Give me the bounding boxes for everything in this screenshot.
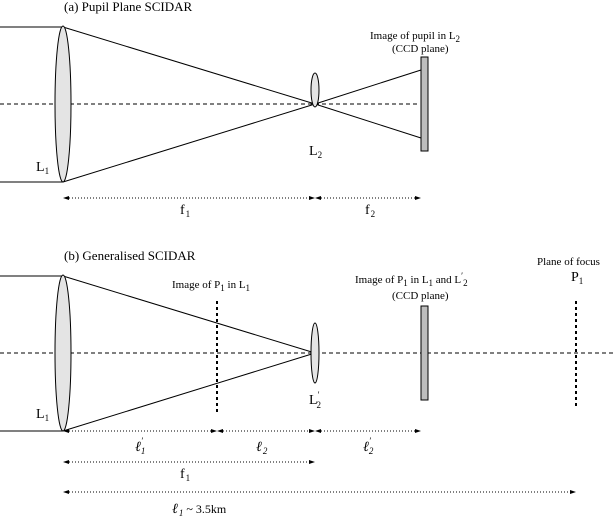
dim-total-arrow-left: [63, 490, 69, 494]
dim-total: [63, 490, 576, 494]
lens-l2: [310, 72, 320, 108]
lens-b-l1: [54, 274, 72, 432]
ccd-label-b-line1: Image of P1 in L1 and L′2: [355, 271, 468, 288]
lens-b-l1-label: L1: [36, 407, 49, 423]
dim-f1: [63, 196, 315, 200]
ccd-label-a-line2: (CCD plane): [392, 43, 449, 55]
dim-l1prime: [63, 429, 217, 433]
panel-b-title: (b) Generalised SCIDAR: [64, 248, 196, 263]
dim-f2-arrow-left: [315, 196, 321, 200]
dim-b-f1: [63, 460, 315, 464]
ray-diverge-top: [314, 69, 422, 105]
lens-l2-label: L2: [309, 144, 322, 160]
focus-plane-label-line2: P1: [571, 270, 583, 286]
image-plane-label: Image of P1 in L1: [172, 279, 250, 293]
dim-l2prime-arrow-left: [315, 429, 321, 433]
dim-total-arrow-right: [570, 490, 576, 494]
ray-converge-bottom: [62, 103, 316, 183]
ray-b-converge-top: [62, 275, 316, 354]
dim-f1-arrow-right: [309, 196, 315, 200]
ccd-plate-b: [420, 305, 429, 401]
dim-l2prime-label: ℓ′2: [363, 436, 374, 456]
dim-b-f1-arrow-right: [309, 460, 315, 464]
ccd-label-b-line2: (CCD plane): [392, 290, 449, 302]
lens-l1-label: L1: [36, 160, 49, 176]
dim-f2-label: f2: [365, 203, 375, 219]
dim-l2prime: [315, 429, 421, 433]
lens-l1: [54, 25, 72, 183]
dim-f2-arrow-right: [415, 196, 421, 200]
dim-l2-label: ℓ2: [256, 440, 268, 456]
dim-l1prime-label: ℓ′1: [135, 436, 145, 456]
dim-l2-arrow-left: [217, 429, 223, 433]
panel-b: (b) Generalised SCIDAR Image of P1 in L1…: [0, 248, 615, 518]
dim-l2-arrow-right: [309, 429, 315, 433]
dim-f2: [315, 196, 421, 200]
ccd-label-a-line1: Image of pupil in L2: [370, 30, 460, 44]
ray-b-converge-bottom: [62, 352, 316, 432]
focus-plane-label-line1: Plane of focus: [537, 256, 600, 268]
dim-l1prime-arrow-right: [211, 429, 217, 433]
ray-diverge-bottom: [314, 103, 422, 139]
dim-b-f1-label: f1: [180, 467, 190, 483]
panel-a: (a) Pupil Plane SCIDAR Image of pupil in…: [0, 0, 460, 219]
dim-b-f1-arrow-left: [63, 460, 69, 464]
lens-b-l2prime-label: L′2: [309, 390, 321, 410]
dim-l2prime-arrow-right: [415, 429, 421, 433]
dim-l1prime-arrow-left: [63, 429, 69, 433]
ccd-plate: [420, 56, 429, 152]
ray-converge-top: [62, 26, 316, 105]
lens-b-l2prime: [310, 322, 320, 384]
dim-total-label: ℓ1 ~ 3.5km: [172, 502, 227, 518]
dim-f1-label: f1: [180, 203, 190, 219]
dim-f1-arrow-left: [63, 196, 69, 200]
panel-a-title: (a) Pupil Plane SCIDAR: [64, 0, 193, 14]
dim-l2: [217, 429, 315, 433]
